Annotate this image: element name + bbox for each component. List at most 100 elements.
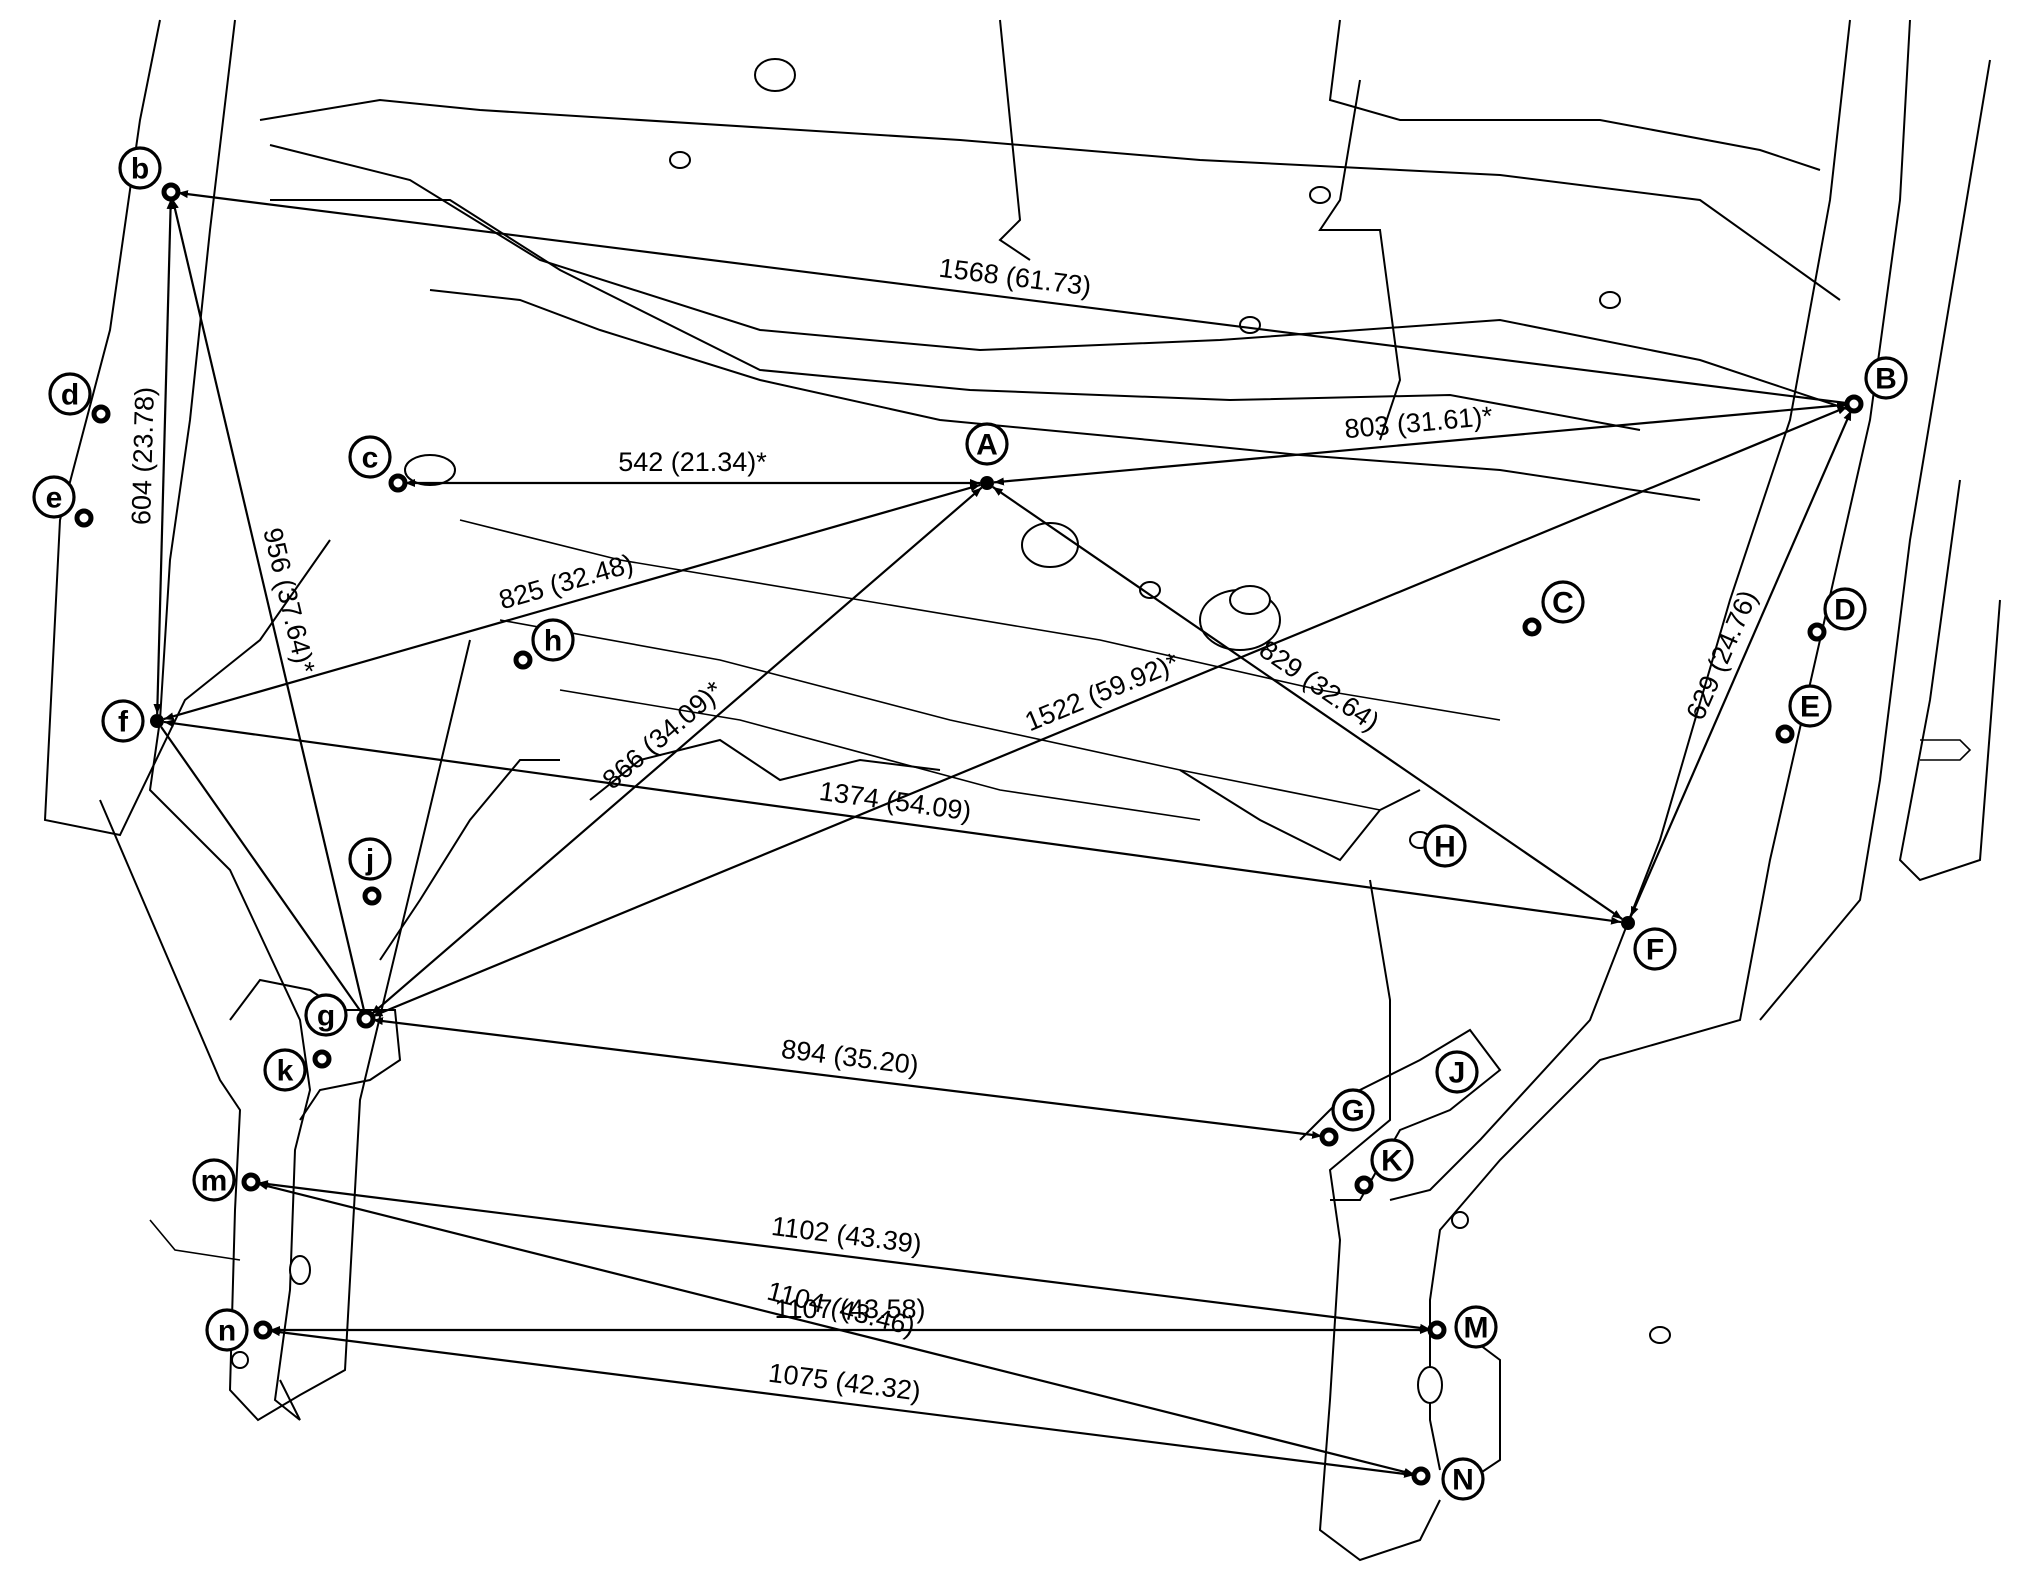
point-label-circle: [1633, 927, 1677, 971]
point-label-circle: [1788, 684, 1832, 728]
point-label-circle: [32, 475, 76, 519]
dimension-line: [153, 198, 175, 715]
measurement-B-b: 1568 (61.73): [177, 190, 1848, 405]
measuring-point-marker: [1621, 916, 1635, 930]
point-label-circle: [205, 1308, 249, 1352]
point-label-circle: [1331, 1088, 1375, 1132]
point-label: n: [218, 1315, 236, 1348]
point-k: k: [263, 1048, 332, 1092]
measuring-point-marker: [1427, 1320, 1447, 1340]
dimension-label: 629 (24.76): [1680, 586, 1763, 725]
point-label-circle: [1441, 1457, 1485, 1501]
point-F: F: [1621, 916, 1677, 971]
point-label: H: [1434, 831, 1456, 864]
point-label-circle: [1454, 1305, 1498, 1349]
point-label-circle: [118, 146, 162, 190]
point-label-circle: [1864, 356, 1908, 400]
dimension-line: [160, 726, 363, 1014]
measurement-f-F: 1374 (54.09): [163, 719, 1622, 925]
point-K: K: [1354, 1138, 1414, 1195]
point-j: j: [348, 837, 392, 906]
point-h: h: [513, 618, 575, 670]
point-m: m: [192, 1158, 261, 1202]
point-D: D: [1807, 587, 1867, 642]
point-label: E: [1800, 691, 1820, 724]
measuring-point-marker: [1775, 724, 1795, 744]
point-label-circle: [1541, 580, 1585, 624]
measurement-A-g: 866 (34.09)*: [370, 486, 983, 1016]
point-M: M: [1427, 1305, 1498, 1349]
point-e: e: [32, 475, 94, 528]
point-E: E: [1775, 684, 1832, 744]
measurement-g-G: 894 (35.20): [372, 1017, 1323, 1139]
point-label: N: [1452, 1464, 1474, 1497]
dimension-label: 866 (34.09)*: [597, 675, 729, 795]
dimension-label: 1107 (43.58): [774, 1294, 925, 1324]
point-label: A: [976, 429, 998, 462]
point-label-circle: [965, 422, 1009, 466]
dimension-label: 829 (32.64): [1254, 634, 1385, 737]
dimension-line: [171, 198, 366, 1013]
point-label: B: [1875, 363, 1897, 396]
point-label: c: [362, 442, 379, 475]
point-A: A: [965, 422, 1009, 490]
measuring-point-marker: [161, 182, 181, 202]
point-label-circle: [263, 1048, 307, 1092]
measurement-b-g: 956 (37.64)*: [171, 198, 366, 1013]
point-label-circle: [1423, 824, 1467, 868]
measurement-B-F: 629 (24.76): [1629, 409, 1853, 918]
measuring-point-marker: [513, 650, 533, 670]
measuring-point-marker: [388, 473, 408, 493]
point-label-circle: [1435, 1050, 1479, 1094]
dimension-label: 894 (35.20): [780, 1034, 921, 1081]
dimension-label: 542 (21.34)*: [618, 447, 767, 477]
point-label: C: [1552, 587, 1574, 620]
point-n: n: [205, 1308, 273, 1352]
point-label-circle: [192, 1158, 236, 1202]
measuring-point-marker: [74, 508, 94, 528]
measuring-point-marker: [1354, 1175, 1374, 1195]
point-H: H: [1423, 824, 1467, 868]
measurement-b-f: 604 (23.78): [126, 198, 175, 715]
measurement-A-c: 542 (21.34)*: [405, 447, 980, 487]
measurement-n-N: 1075 (42.32): [269, 1328, 1415, 1478]
dimension-label: 825 (32.48): [496, 548, 637, 615]
dimension-label: 1568 (61.73): [937, 253, 1093, 302]
point-label: D: [1834, 594, 1856, 627]
measurement-f-g: [160, 726, 363, 1014]
dimension-label: 604 (23.78): [126, 387, 160, 526]
measuring-point-marker: [253, 1320, 273, 1340]
point-label-circle: [531, 618, 575, 662]
point-label: m: [201, 1165, 228, 1198]
point-b: b: [118, 146, 181, 202]
point-label-circle: [1370, 1138, 1414, 1182]
dimension-line: [163, 719, 1622, 925]
dimension-line: [1629, 409, 1853, 918]
point-G: G: [1319, 1088, 1375, 1147]
measuring-point-marker: [312, 1049, 332, 1069]
point-c: c: [348, 435, 408, 493]
point-label-circle: [348, 435, 392, 479]
point-label: h: [544, 625, 562, 658]
point-label-circle: [348, 837, 392, 881]
dimension-line: [269, 1328, 1415, 1478]
measuring-point-marker: [1411, 1466, 1431, 1486]
point-label: j: [365, 844, 374, 877]
point-label: f: [118, 706, 129, 739]
measuring-point-marker: [362, 886, 382, 906]
measuring-point-marker: [1319, 1127, 1339, 1147]
point-C: C: [1522, 580, 1585, 637]
point-B: B: [1844, 356, 1908, 414]
dimension-label: 1075 (42.32): [767, 1358, 923, 1407]
point-N: N: [1411, 1457, 1485, 1501]
point-label: b: [131, 153, 149, 186]
point-label: e: [46, 482, 63, 515]
measuring-point-marker: [150, 714, 164, 728]
point-label-circle: [1823, 587, 1867, 631]
measuring-point-marker: [241, 1172, 261, 1192]
measuring-point-marker: [1807, 622, 1827, 642]
point-label: M: [1464, 1312, 1489, 1345]
dimension-line: [370, 486, 983, 1016]
